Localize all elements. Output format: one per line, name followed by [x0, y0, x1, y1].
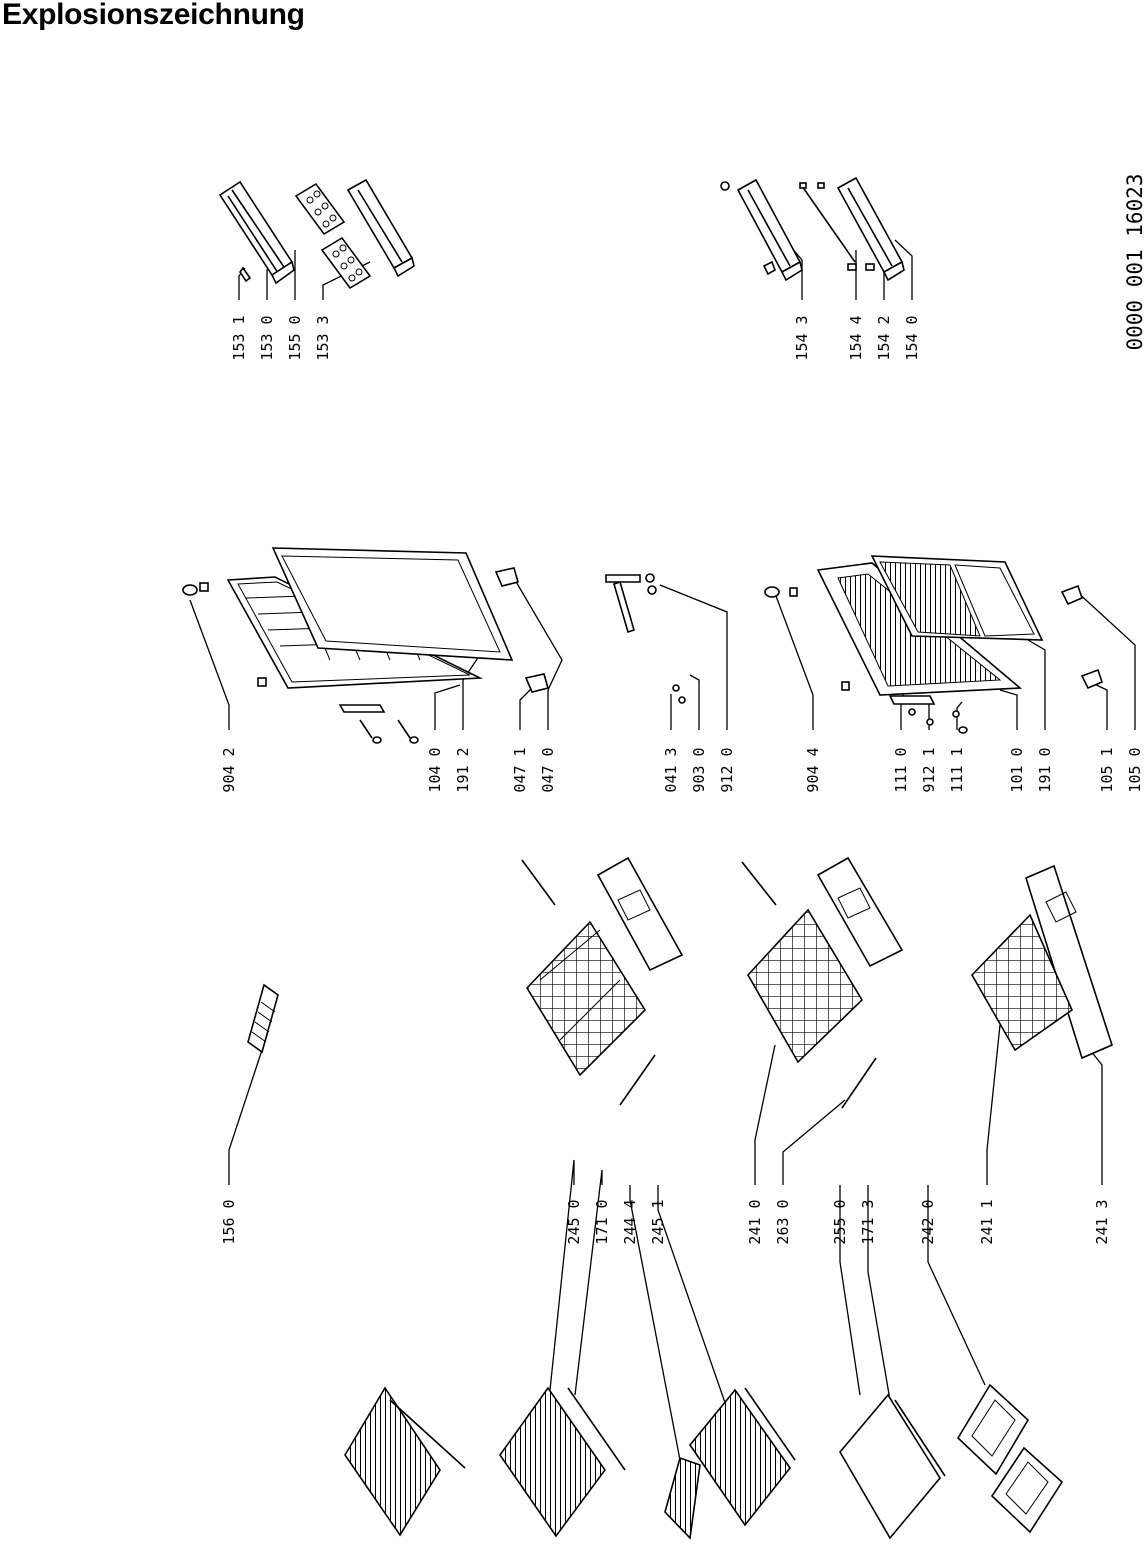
part-label-155-0: 155 0: [286, 315, 304, 360]
part-label-153-1: 153 1: [230, 315, 248, 360]
page-title: Explosionszeichnung: [2, 0, 305, 31]
part-label-241-1: 241 1: [978, 1199, 996, 1244]
egg-tray-155-0-lower: [320, 236, 372, 290]
part-label-191-2: 191 2: [454, 747, 472, 792]
part-label-245-0: 245 0: [565, 1199, 583, 1244]
hinge-047-1: [524, 673, 549, 693]
wire-basket-lower: [971, 913, 1073, 1052]
wire-basket-middle: [747, 908, 864, 1064]
gasket-191-0: [870, 555, 1044, 641]
screw-903-0: [672, 684, 686, 704]
part-labels: 153 1 153 0 155 0 153 3 154 3 154 4 154 …: [220, 315, 1144, 1244]
part-label-241-0: 241 0: [746, 1199, 764, 1244]
hinge-cap-904-2: [182, 582, 267, 687]
part-label-047-1: 047 1: [511, 747, 529, 792]
shelf-245-0: [499, 1386, 626, 1538]
door-shelf-153-0: [218, 180, 295, 285]
part-label-153-0: 153 0: [258, 315, 276, 360]
part-label-263-0: 263 0: [774, 1199, 792, 1244]
part-label-244-4: 244 4: [621, 1199, 639, 1244]
clip-153-1: [239, 266, 252, 283]
part-label-105-1: 105 1: [1098, 747, 1116, 792]
rod-154-4: [799, 182, 856, 263]
part-label-101-0: 101 0: [1008, 747, 1026, 792]
part-label-191-0: 191 0: [1036, 747, 1054, 792]
part-label-154-4: 154 4: [847, 315, 865, 360]
door-handle-lower: [888, 695, 968, 734]
hinge-047-0: [494, 567, 519, 587]
clip-154-2: [847, 263, 875, 271]
rail-263-0: [521, 859, 877, 1109]
door-handle-upper: [338, 704, 419, 744]
gasket-191-2: [271, 547, 514, 661]
shelf-245-1: [689, 1387, 796, 1527]
drawer-front-middle: [816, 856, 904, 968]
part-label-041-3: 041 3: [662, 747, 680, 792]
part-label-241-3: 241 3: [1093, 1199, 1111, 1244]
part-label-245-1: 245 1: [649, 1199, 667, 1244]
center-hinge-041-3: [605, 573, 657, 634]
shelf-244-4: [664, 1456, 701, 1540]
part-label-104-0: 104 0: [426, 747, 444, 792]
wire-basket-upper: [525, 920, 647, 1077]
document-number: 0000 001 16023: [1123, 173, 1145, 350]
leader-lines: [189, 239, 1136, 1461]
hinge-105-1: [1080, 668, 1103, 690]
freezer-drawer-242-0: [956, 1383, 1064, 1534]
part-label-912-0: 912 0: [718, 747, 736, 792]
part-label-904-4: 904 4: [804, 747, 822, 792]
hinge-105-0: [1060, 584, 1083, 606]
door-shelf-154-0: [836, 176, 905, 282]
part-label-912-1: 912 1: [920, 747, 938, 792]
part-label-111-0: 111 0: [892, 747, 910, 792]
hinge-cap-904-4: [764, 586, 850, 691]
door-shelf-154-3: [720, 178, 803, 282]
part-label-903-0: 903 0: [690, 747, 708, 792]
part-label-154-3: 154 3: [793, 315, 811, 360]
part-label-105-0: 105 0: [1126, 747, 1144, 792]
glass-cover-255-0: [839, 1393, 946, 1540]
part-label-047-0: 047 0: [539, 747, 557, 792]
egg-tray-155-0-upper: [294, 182, 346, 236]
door-shelf-153-3: [346, 178, 415, 278]
part-label-154-2: 154 2: [875, 315, 893, 360]
part-label-153-3: 153 3: [314, 315, 332, 360]
shelf-top: [344, 1386, 466, 1537]
part-label-904-2: 904 2: [220, 747, 238, 792]
part-label-156-0: 156 0: [220, 1199, 238, 1244]
part-label-154-0: 154 0: [903, 315, 921, 360]
drawer-front-upper: [596, 856, 684, 972]
part-label-111-1: 111 1: [948, 747, 966, 792]
ice-tray-156-0: [247, 983, 279, 1054]
